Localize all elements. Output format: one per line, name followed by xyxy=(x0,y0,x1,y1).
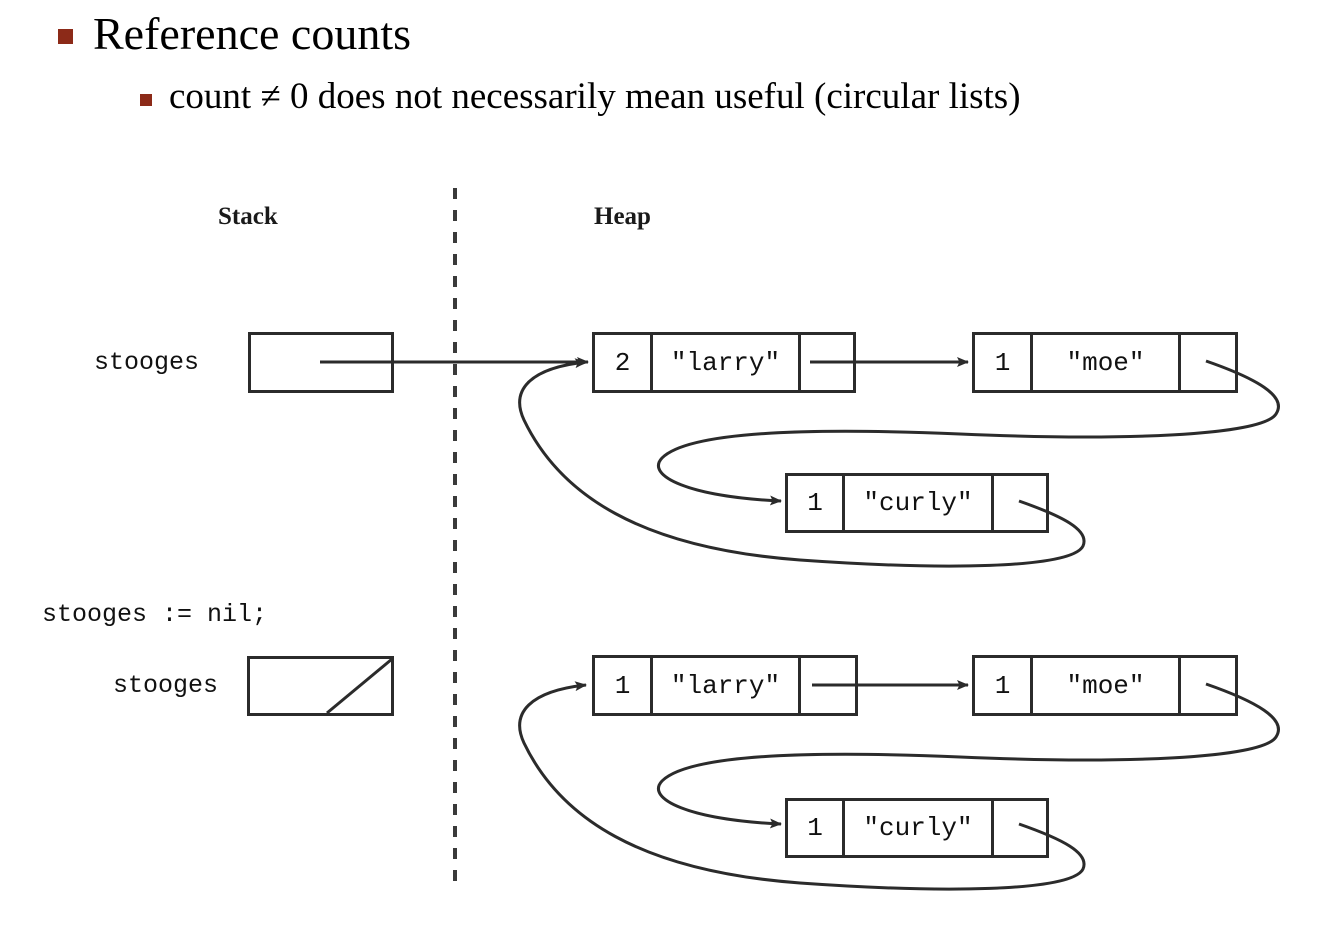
bottom-node-moe-count: 1 xyxy=(972,655,1033,716)
bottom-node-moe-pointer xyxy=(1178,655,1238,716)
stack-column-title: Stack xyxy=(218,203,278,230)
heap-column-title: Heap xyxy=(594,203,651,230)
top-node-curly-pointer xyxy=(991,473,1049,533)
bottom-stack-var-label: stooges xyxy=(113,671,219,700)
bullet-square-icon xyxy=(58,29,73,44)
bullet-level-1: Reference counts xyxy=(58,6,411,62)
top-node-larry-count: 2 xyxy=(592,332,653,393)
top-node-larry-pointer xyxy=(798,332,856,393)
top-node-moe-count: 1 xyxy=(972,332,1033,393)
bullet-level-2: count ≠ 0 does not necessarily mean usef… xyxy=(140,74,1021,120)
top-node-curly-value: "curly" xyxy=(842,473,994,533)
bottom-node-curly-pointer xyxy=(991,798,1049,858)
bottom-node-larry-pointer xyxy=(798,655,858,716)
bottom-node-larry-value: "larry" xyxy=(650,655,801,716)
bottom-node-moe-value: "moe" xyxy=(1030,655,1181,716)
bullet-square-icon xyxy=(140,94,152,106)
assignment-statement: stooges := nil; xyxy=(42,600,268,629)
bullet-level-2-text: count ≠ 0 does not necessarily mean usef… xyxy=(169,76,1021,117)
bullet-level-1-text: Reference counts xyxy=(93,8,412,59)
top-node-curly-count: 1 xyxy=(785,473,845,533)
top-node-moe-pointer xyxy=(1178,332,1238,393)
bottom-node-curly-count: 1 xyxy=(785,798,845,858)
top-stack-slot-box xyxy=(248,332,394,393)
bottom-node-larry-count: 1 xyxy=(592,655,653,716)
top-node-larry-value: "larry" xyxy=(650,332,801,393)
bottom-node-curly-value: "curly" xyxy=(842,798,994,858)
bottom-stack-slot-box-nil xyxy=(247,656,394,716)
top-node-moe-value: "moe" xyxy=(1030,332,1181,393)
top-stack-var-label: stooges xyxy=(94,348,200,377)
